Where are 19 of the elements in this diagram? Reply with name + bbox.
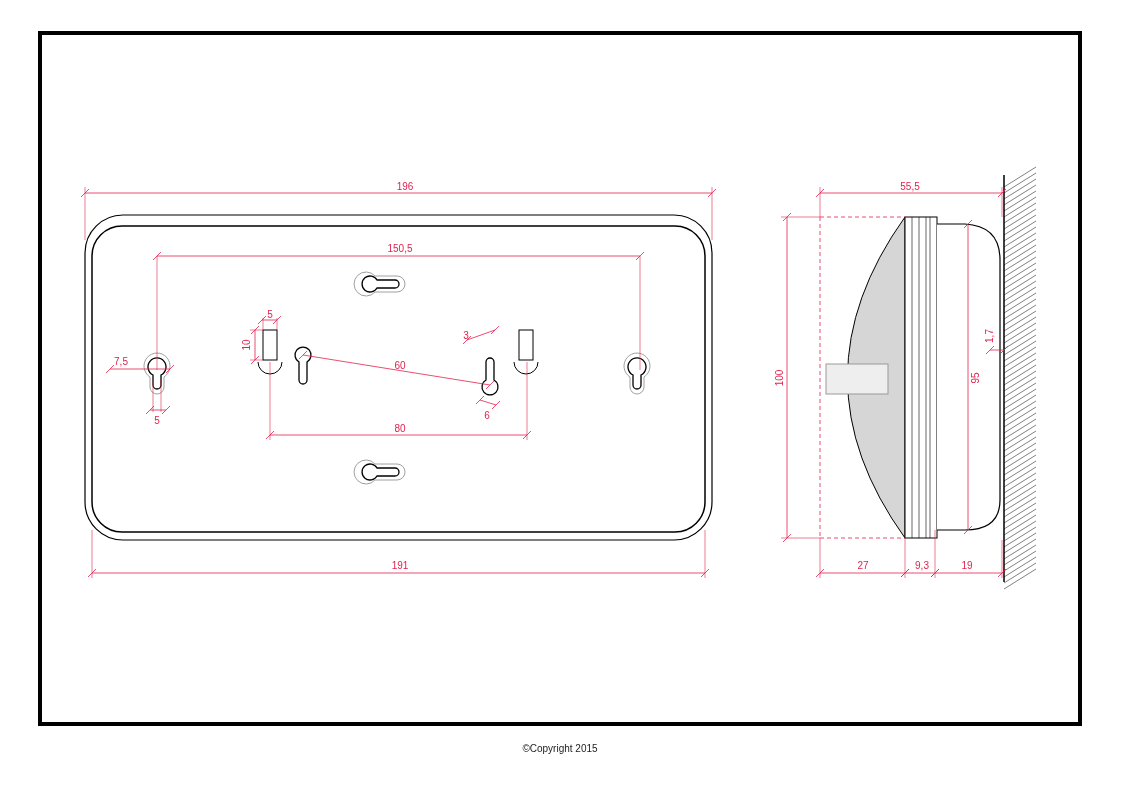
dimension-label: 196 — [396, 180, 414, 192]
dimension-label: 55,5 — [900, 180, 920, 192]
dimension-label: 5 — [154, 414, 160, 426]
dimension-label: 60 — [394, 359, 406, 371]
dimension-label: 27 — [857, 559, 869, 571]
dimension-label: 1,7 — [983, 329, 995, 343]
dimension-label: 150,5 — [387, 242, 413, 254]
dimension-label: 80 — [394, 422, 406, 434]
dimension-label: 7,5 — [114, 355, 128, 367]
dimension-label: 3 — [463, 329, 469, 341]
dimension-label: 6 — [484, 409, 490, 421]
dimension-label: 5 — [267, 308, 273, 320]
dimension-label: 191 — [391, 559, 409, 571]
dimension-label: 100 — [773, 369, 785, 387]
copyright-note: ©Copyright 2015 — [522, 742, 598, 754]
dimension-label: 9,3 — [915, 559, 929, 571]
dimension-label: 95 — [969, 372, 981, 384]
dimension-label: 19 — [961, 559, 973, 571]
dimension-label: 10 — [240, 339, 252, 351]
